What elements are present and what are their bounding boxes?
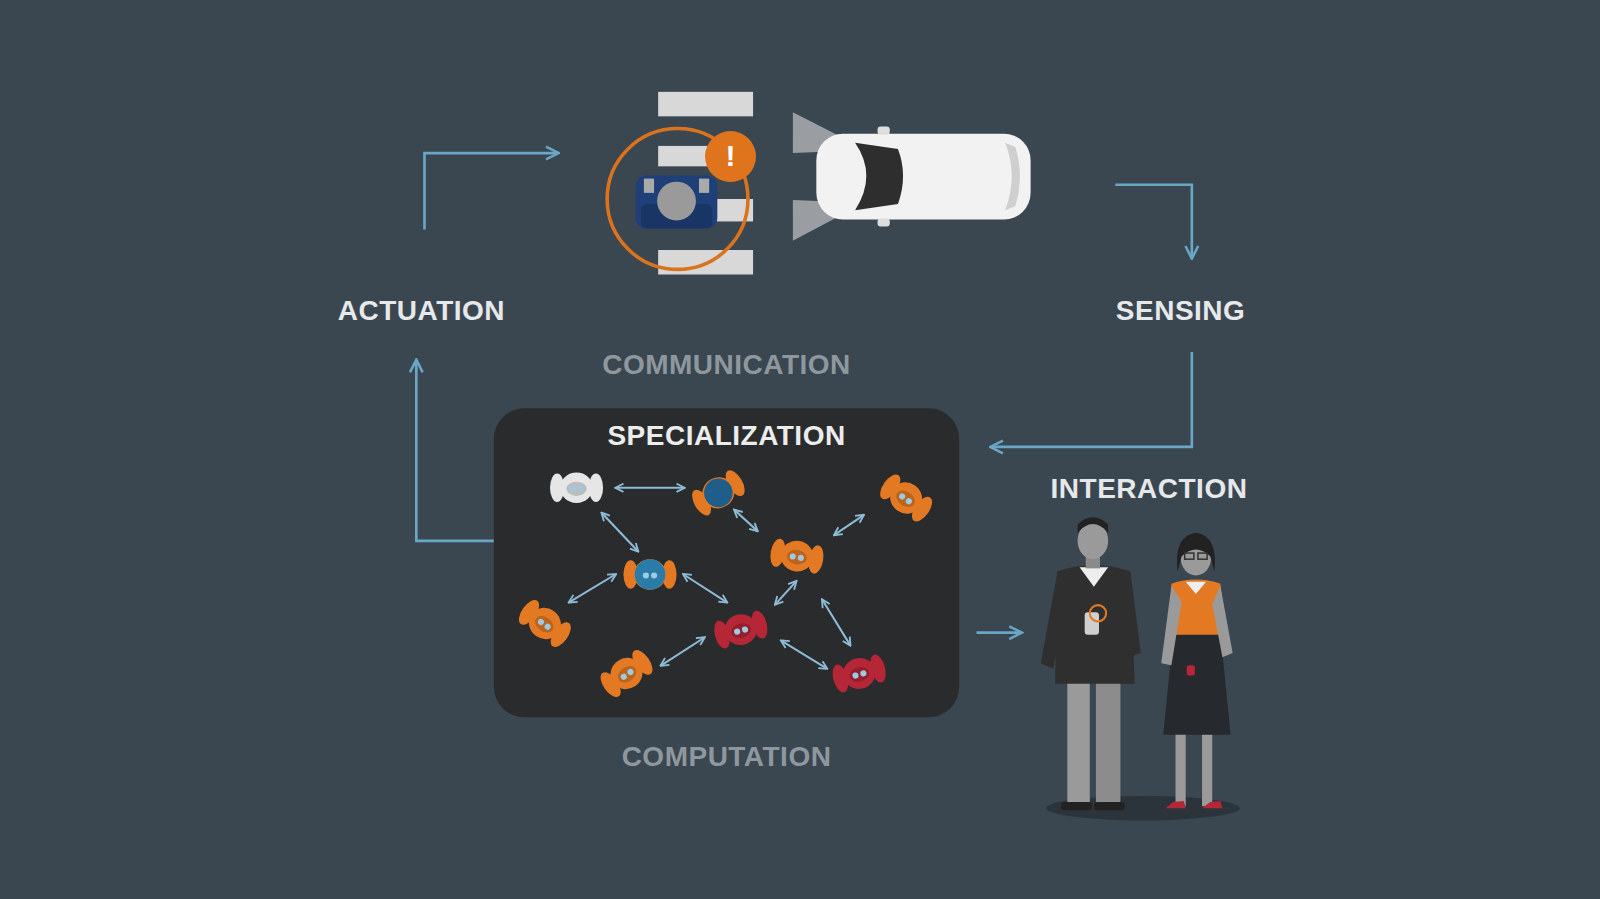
- woman: [1161, 533, 1232, 809]
- robot-links: [569, 488, 863, 669]
- agents: [514, 466, 936, 701]
- alert-badge: !: [705, 131, 756, 182]
- stage-label: COMPUTATION: [622, 741, 832, 773]
- man: [1041, 517, 1141, 810]
- stage-label: SENSING: [1116, 295, 1246, 327]
- pedestrian: [607, 129, 748, 270]
- car: [793, 112, 1031, 241]
- specialization-panel: SPECIALIZATION: [494, 408, 959, 717]
- stage-label: INTERACTION: [1051, 473, 1248, 505]
- stage-label: COMMUNICATION: [602, 349, 851, 381]
- computation-panel: [494, 408, 959, 717]
- stage-label: ACTUATION: [338, 295, 505, 327]
